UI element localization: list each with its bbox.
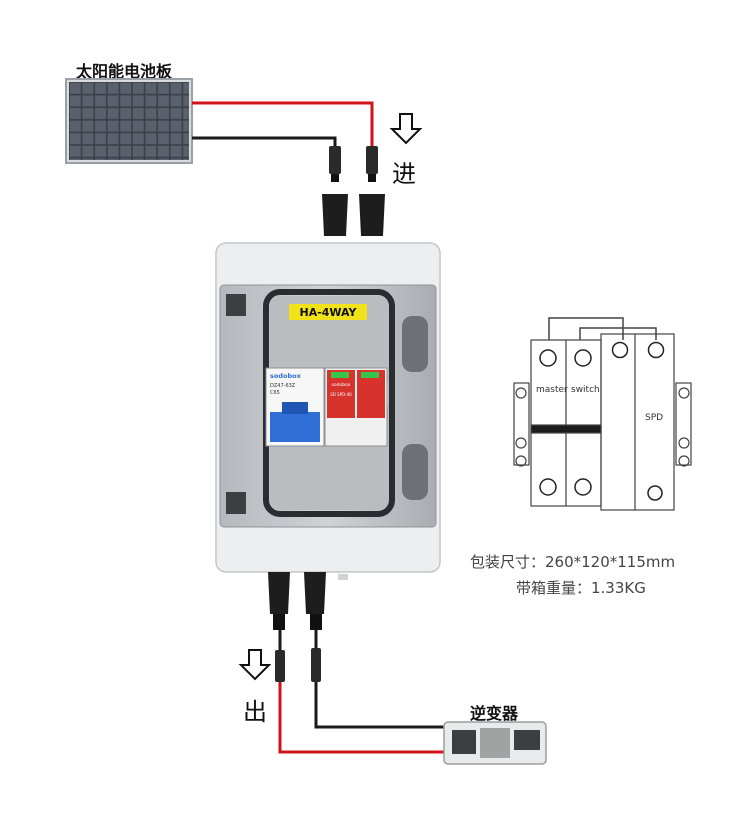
mc4-connector-positive <box>359 146 385 236</box>
positive-wire-out <box>278 682 444 754</box>
schematic-spd-label: SPD <box>645 413 663 423</box>
breaker-model: DZ47-63Z <box>270 383 296 389</box>
mc4-connector-negative <box>322 146 348 236</box>
weight-spec: 带箱重量：1.33KG <box>516 579 646 597</box>
model-label: HA-4WAY <box>299 306 357 319</box>
negative-wire-out <box>314 682 444 729</box>
wiring-schematic <box>513 317 692 511</box>
inlet-label: 进 <box>392 160 416 188</box>
outlet-label: 出 <box>243 698 267 726</box>
package-size-spec: 包装尺寸：260*120*115mm <box>470 553 676 571</box>
solar-panel <box>65 78 193 164</box>
solar-panel-label: 太阳能电池板 <box>76 62 173 81</box>
spd-model: SD SPD-40 <box>330 392 352 397</box>
inverter <box>443 721 547 765</box>
schematic-master-label: master <box>536 385 568 395</box>
combiner-box: HA-4WAY sodobox DZ47-63Z C65 sodobox SD … <box>215 242 441 614</box>
breaker-brand: sodobox <box>270 372 302 380</box>
schematic-switch-label: switch <box>571 385 600 395</box>
mc4-connector-out-positive <box>273 614 285 682</box>
negative-wire-in <box>192 136 337 148</box>
down-arrow-icon <box>389 113 423 145</box>
positive-wire-in <box>192 101 374 148</box>
mc4-connector-out-negative <box>310 614 322 682</box>
inverter-label: 逆变器 <box>470 704 519 723</box>
spd-brand: sodobox <box>332 382 351 388</box>
down-arrow-out-icon <box>238 649 272 681</box>
breaker-rating: C65 <box>270 390 280 396</box>
